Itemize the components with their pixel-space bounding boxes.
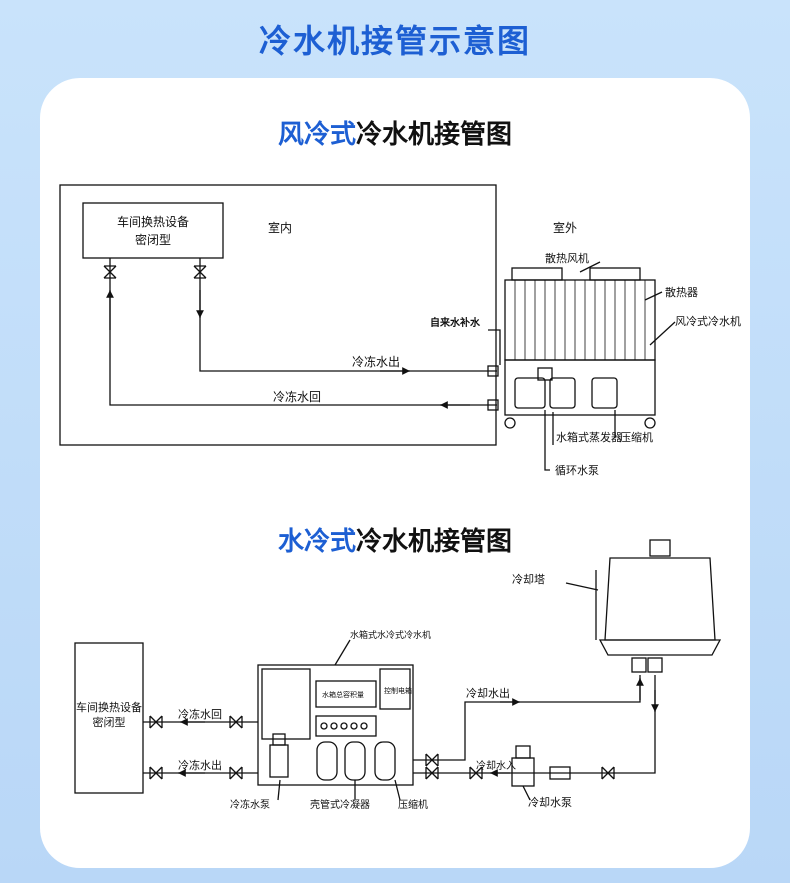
cooling-in-valve-3 <box>601 766 615 780</box>
cooling-tower-label: 冷却塔 <box>512 573 545 586</box>
content-card <box>40 78 750 868</box>
air-equipment-label-1: 车间换热设备 <box>117 214 189 229</box>
cooling-pump-motor <box>515 745 531 759</box>
cooling-out-pipe <box>413 675 641 761</box>
chilled-pump-label: 冷冻水泵 <box>230 798 270 811</box>
air-cooled-title: 风冷式冷水机接管图 <box>0 114 790 151</box>
compressor-water-leader <box>394 779 401 801</box>
water-equipment-label-1: 车间换热设备 <box>76 700 142 714</box>
compressor-water-label: 压缩机 <box>398 798 428 811</box>
cooling-pump-label: 冷却水泵 <box>528 796 572 809</box>
outlet-fitting <box>487 365 499 377</box>
water-cooled-title-rest: 冷水机接管图 <box>356 527 513 557</box>
compressor-1 <box>549 377 576 409</box>
water-return-valve-1 <box>149 715 163 729</box>
pump-leader <box>544 410 550 471</box>
cooling-out-label: 冷却水出 <box>466 686 510 700</box>
unit-leader <box>649 321 676 346</box>
chilled-pump-body <box>269 744 289 778</box>
cooling-in-valve-2 <box>469 766 483 780</box>
fan-2 <box>589 267 641 281</box>
indoor-label: 室内 <box>268 220 292 235</box>
compressor-water <box>374 741 396 781</box>
chilled-pump-motor <box>272 733 286 746</box>
water-out-valve-2 <box>229 766 243 780</box>
control-label: 控制电箱 <box>384 686 412 695</box>
return-fitting <box>487 399 499 411</box>
water-cooled-labels: 车间换热设备 密闭型 水箱式水冷式冷水机 冷冻水回 冷冻水出 水箱总容积量 控制… <box>76 573 572 811</box>
evaporator-tank <box>514 377 546 409</box>
condenser-label: 壳管式冷凝器 <box>310 798 370 811</box>
cooling-out-valve <box>425 753 439 767</box>
tower-fitting-1 <box>631 657 647 673</box>
water-chilled-return-label: 冷冻水回 <box>178 707 222 721</box>
radiator-label: 散热器 <box>665 285 698 299</box>
outdoor-label: 室外 <box>553 220 577 235</box>
tower-motor <box>649 539 671 557</box>
cooling-pump-leader <box>522 785 531 801</box>
tower-leader <box>565 582 599 591</box>
water-cooled-chiller-unit <box>257 664 414 786</box>
tower-body <box>604 557 716 641</box>
makeup-water-pipe <box>488 329 501 365</box>
cooling-filter <box>549 766 571 780</box>
air-equipment-label-2: 密闭型 <box>135 232 171 247</box>
radiator-coil <box>504 279 656 361</box>
air-cooled-chiller-unit <box>504 267 656 429</box>
water-cooled-title-accent: 水冷式 <box>277 527 356 557</box>
water-panel-label: 水箱总容积量 <box>322 690 364 699</box>
cooling-in-valve <box>425 766 439 780</box>
tower-basin <box>598 639 722 656</box>
water-unit-frame <box>257 664 414 786</box>
air-cooled-title-rest: 冷水机接管图 <box>356 120 513 150</box>
outlet-valve-icon <box>193 265 207 279</box>
indoor-boundary <box>59 184 497 446</box>
cooling-tower <box>595 539 722 673</box>
air-cooled-labels: 车间换热设备 密闭型 室内 室外 散热风机 散热器 风冷式冷水机 自来水补水 冷… <box>117 214 741 477</box>
equipment-box <box>82 202 224 259</box>
evaporator-label: 水箱式蒸发器 <box>556 430 622 444</box>
cooling-in-label: 冷却水入 <box>476 759 516 772</box>
condenser-2 <box>344 741 366 781</box>
water-return-valve-2 <box>229 715 243 729</box>
water-panel <box>315 680 377 708</box>
tower-fitting-2 <box>647 657 663 673</box>
compressor-2 <box>591 377 618 409</box>
unit-base <box>504 359 656 416</box>
pump-label: 循环水泵 <box>555 464 599 477</box>
outlet-pipe <box>199 258 497 372</box>
water-out-valve-1 <box>149 766 163 780</box>
radiator-leader <box>644 291 663 301</box>
water-unit-leader <box>334 639 351 666</box>
control-box <box>379 668 411 710</box>
pump-motor <box>537 367 553 381</box>
water-equipment-label-2: 密闭型 <box>93 715 126 729</box>
makeup-water-label: 自来水补水 <box>430 316 481 329</box>
page-title: 冷水机接管示意图 <box>258 22 531 60</box>
gauge-panel <box>315 715 377 737</box>
condenser-1 <box>316 741 338 781</box>
air-chilled-return-label: 冷冻水回 <box>273 389 321 404</box>
water-equipment-box <box>74 642 144 794</box>
water-chilled-out-label: 冷冻水出 <box>178 758 222 772</box>
air-chilled-out-label: 冷冻水出 <box>352 354 400 369</box>
chilled-pump-leader <box>277 779 281 801</box>
fan-1 <box>511 267 563 281</box>
water-cooled-diagram <box>74 539 722 801</box>
unit-label: 风冷式冷水机 <box>675 314 741 328</box>
water-cooled-title: 水冷式冷水机接管图 <box>0 521 790 558</box>
air-cooled-title-accent: 风冷式 <box>277 120 356 150</box>
fan-leader <box>579 261 601 273</box>
return-valve-icon <box>103 265 117 279</box>
water-tank <box>261 668 311 740</box>
return-pipe <box>109 258 497 406</box>
wheel-right <box>644 417 656 429</box>
wheel-left <box>504 417 516 429</box>
water-unit-label: 水箱式水冷式冷水机 <box>350 629 431 641</box>
air-cooled-diagram <box>59 184 676 471</box>
compressor-label: 压缩机 <box>620 430 653 444</box>
fan-label: 散热风机 <box>545 251 589 265</box>
